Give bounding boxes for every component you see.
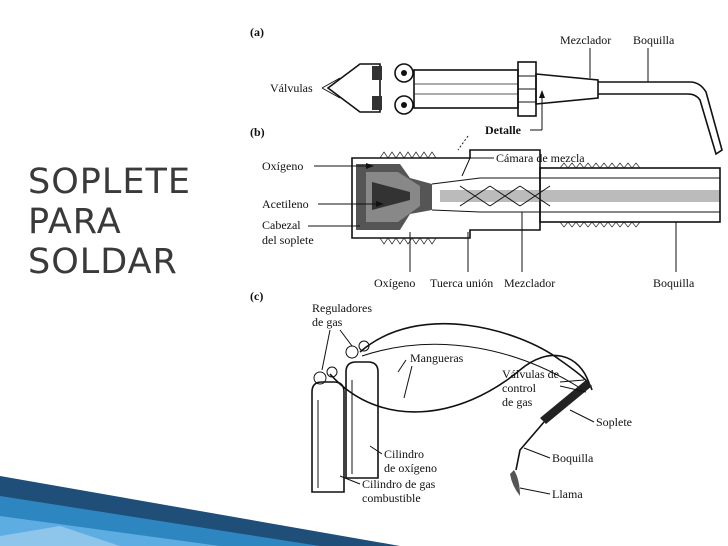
torch-handle-a	[326, 61, 723, 156]
label-mezclador-a: Mezclador	[560, 33, 611, 47]
valve-knob-bottom	[394, 95, 414, 115]
label-cil-ox-2: de oxígeno	[384, 461, 437, 475]
title-line-3: SOLDAR	[28, 242, 178, 282]
label-oxigeno-in: Oxígeno	[262, 159, 303, 173]
label-cabezal-2: del soplete	[262, 233, 314, 247]
label-mezclador-b: Mezclador	[504, 276, 555, 290]
label-boquilla-a: Boquilla	[633, 33, 675, 47]
flame	[510, 470, 520, 496]
label-valvulas-3: de gas	[502, 395, 533, 409]
label-cil-ox-1: Cilindro	[384, 447, 424, 461]
label-camara: Cámara de mezcla	[496, 151, 585, 165]
title-line-1: SOPLETE	[28, 162, 191, 202]
label-cil-gas-1: Cilindro de gas	[362, 477, 436, 491]
nozzle-a	[598, 81, 723, 156]
label-cabezal-1: Cabezal	[262, 218, 301, 232]
title-line-2: PARA	[28, 202, 122, 242]
label-boquilla-c: Boquilla	[552, 451, 594, 465]
torch-cross-section	[351, 149, 721, 245]
label-reguladores-2: de gas	[312, 315, 343, 329]
label-valvulas-2: control	[502, 381, 537, 395]
label-acetileno: Acetileno	[262, 197, 309, 211]
panel-a-tag: (a)	[250, 25, 264, 39]
gas-cylinders	[311, 340, 379, 493]
label-tuerca: Tuerca unión	[430, 276, 493, 290]
decorative-wedge	[0, 476, 400, 546]
torch-c	[510, 380, 592, 496]
slide-title: SOPLETE PARA SOLDAR	[28, 162, 191, 282]
label-detalle: Detalle	[485, 123, 522, 137]
panel-b: (b) Oxígeno Acetileno	[250, 125, 721, 290]
mixer-a	[535, 73, 599, 105]
hose-1	[359, 322, 593, 391]
label-soplete: Soplete	[596, 415, 632, 429]
label-oxigeno-bottom: Oxígeno	[374, 276, 415, 290]
panel-c: (c) Reguladores de gas Mangueras	[250, 289, 632, 505]
torch-nozzle-c	[515, 421, 545, 471]
label-boquilla-b: Boquilla	[653, 276, 695, 290]
panel-b-tag: (b)	[250, 125, 265, 139]
label-mangueras: Mangueras	[410, 351, 464, 365]
panel-a: (a) Válvulas Mezclador	[250, 25, 723, 156]
oxygen-cylinder	[345, 361, 379, 479]
fuel-cylinder	[311, 381, 345, 493]
label-reguladores-1: Reguladores	[312, 301, 372, 315]
label-cil-gas-2: combustible	[362, 491, 421, 505]
label-llama: Llama	[552, 487, 583, 501]
valve-knob-top	[394, 63, 414, 83]
label-valvulas-1: Válvulas de	[502, 367, 559, 381]
wedge-highlight	[0, 526, 120, 546]
label-valvulas: Válvulas	[270, 81, 313, 95]
hose-2	[329, 354, 591, 413]
panel-c-tag: (c)	[250, 289, 263, 303]
